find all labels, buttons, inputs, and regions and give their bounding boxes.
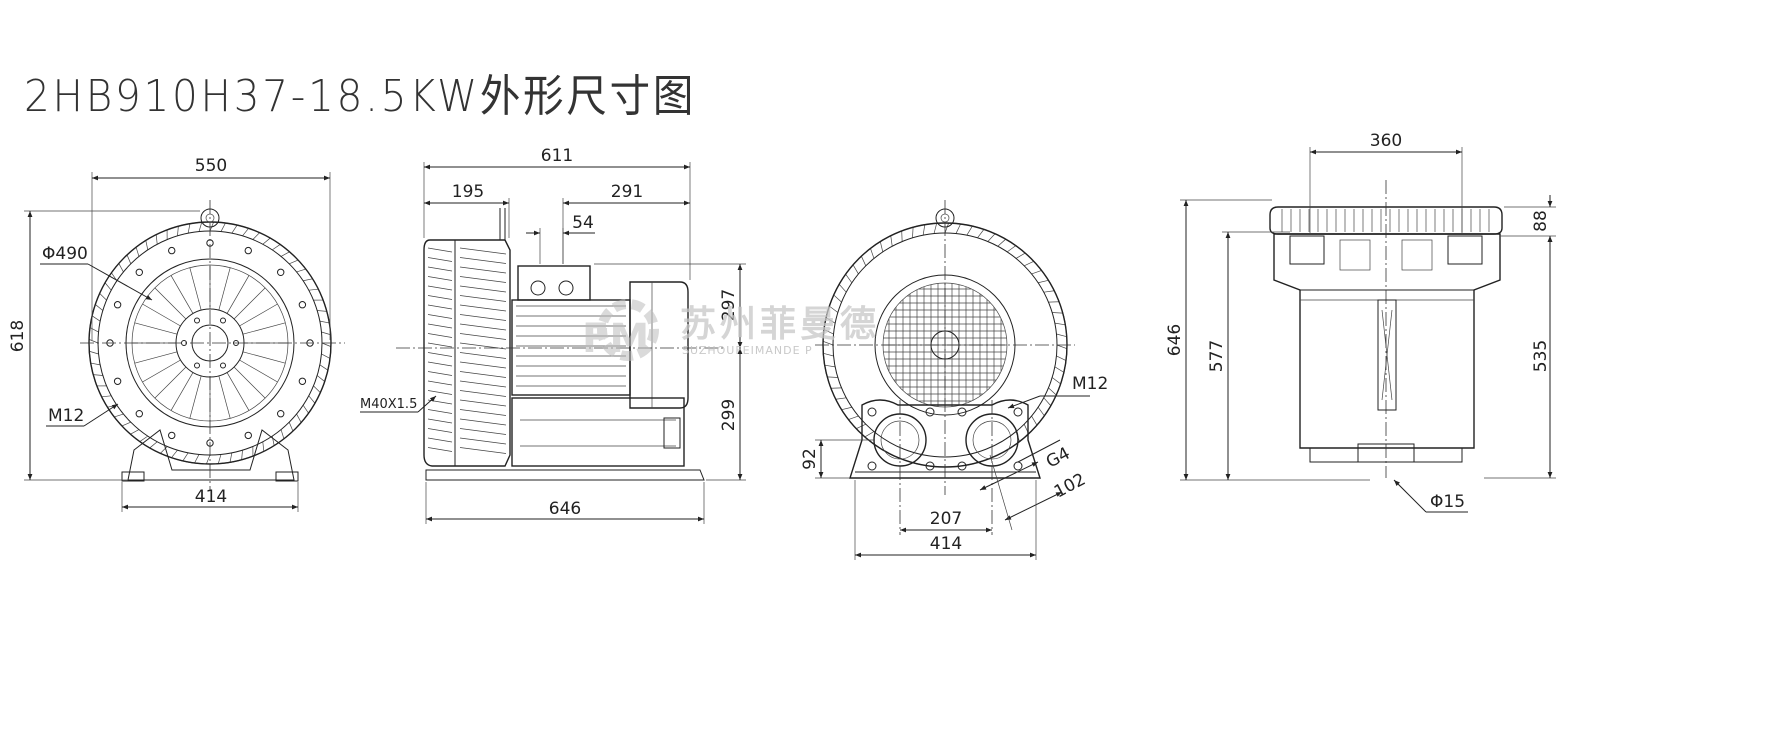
dim-rear-base: 414 xyxy=(930,534,962,554)
dim-front-diameter: Φ490 xyxy=(42,244,88,264)
side-view-blower-housing xyxy=(423,239,511,467)
dim-rear-spacing: 207 xyxy=(930,509,962,529)
front-view: 550 618 Φ490 M12 414 xyxy=(8,156,345,512)
dim-front-width: 550 xyxy=(195,156,227,176)
dim-top-total: 646 xyxy=(1165,324,1185,356)
dim-side-base: 646 xyxy=(549,499,581,519)
side-view: 611 195 291 54 297 299 M40X1.5 xyxy=(360,146,746,524)
dim-side-upper: 297 xyxy=(719,289,739,321)
dim-side-terminal: 54 xyxy=(572,213,594,233)
side-view-base-plate xyxy=(425,469,705,481)
top-view-body xyxy=(1273,233,1501,449)
side-view-silencer xyxy=(511,397,685,467)
side-view-fins xyxy=(427,247,507,454)
dim-top-width: 360 xyxy=(1370,131,1402,151)
dim-top-mid: 577 xyxy=(1207,340,1227,372)
top-view: 360 88 646 577 535 Φ15 xyxy=(1165,131,1556,513)
dim-front-height: 618 xyxy=(8,320,28,352)
watermark: FM 苏州菲曼德 SUZHOUFEIMANDE P xyxy=(582,299,880,362)
dim-side-right: 291 xyxy=(611,182,643,202)
dim-top-top: 88 xyxy=(1531,210,1551,232)
dim-front-base: 414 xyxy=(195,487,227,507)
side-view-fan-cover xyxy=(629,281,689,409)
svg-text:FM: FM xyxy=(582,316,649,362)
side-view-terminal-box xyxy=(517,265,591,301)
dim-top-right: 535 xyxy=(1531,340,1551,372)
dim-side-lower: 299 xyxy=(719,399,739,431)
watermark-logo-icon: FM xyxy=(582,299,659,362)
rear-view: M12 G4 92 102 207 414 xyxy=(800,200,1108,560)
dim-front-bolt: M12 xyxy=(48,406,84,426)
front-view-feet xyxy=(127,429,295,481)
dim-rear-offset: 102 xyxy=(1051,470,1089,503)
dim-rear-bolt: M12 xyxy=(1072,374,1108,394)
drawing-title: 2HB910H37-18.5KW外形尺寸图 xyxy=(24,71,697,122)
dim-side-total: 611 xyxy=(541,146,573,166)
dim-rear-port: G4 xyxy=(1043,443,1074,472)
watermark-sub: SUZHOUFEIMANDE P xyxy=(682,344,813,357)
dim-rear-height: 92 xyxy=(800,448,820,470)
dim-top-hole: Φ15 xyxy=(1430,492,1465,512)
dim-side-thread: M40X1.5 xyxy=(360,397,417,412)
dim-side-left: 195 xyxy=(452,182,484,202)
watermark-name: 苏州菲曼德 xyxy=(680,304,880,345)
